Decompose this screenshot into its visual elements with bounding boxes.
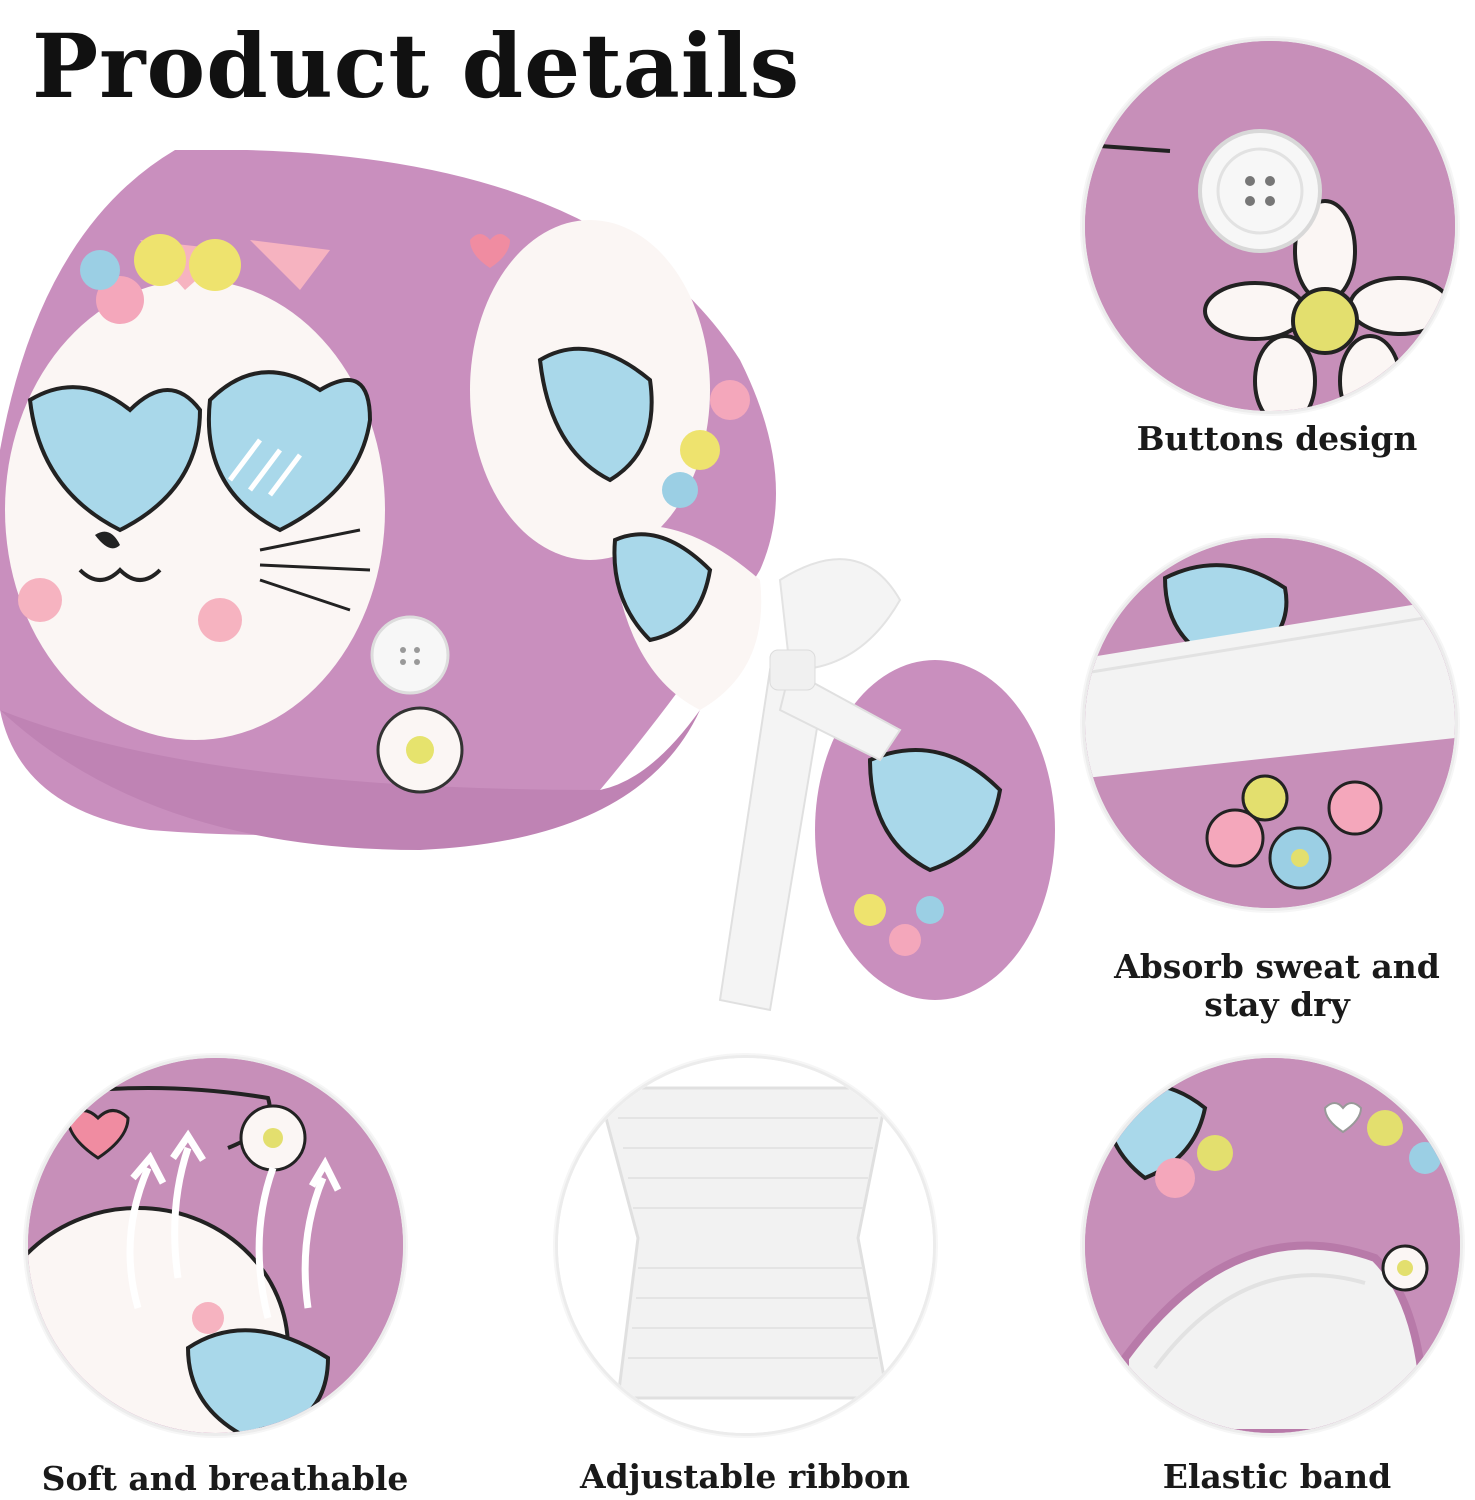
- detail-circle-ribbon: [555, 1055, 936, 1436]
- detail-circle-buttons: [1082, 38, 1458, 414]
- caption-absorb-line2: stay dry: [1204, 985, 1350, 1024]
- detail-circle-soft: [25, 1055, 406, 1436]
- caption-absorb-line1: Absorb sweat and: [1114, 947, 1440, 986]
- caption-absorb-sweat: Absorb sweat and stay dry: [1082, 948, 1472, 1024]
- caption-adjustable-ribbon: Adjustable ribbon: [580, 1457, 910, 1496]
- caption-soft-breathable: Soft and breathable: [41, 1459, 409, 1498]
- detail-circle-elastic: [1082, 1055, 1463, 1436]
- caption-buttons-design: Buttons design: [1136, 419, 1418, 458]
- caption-elastic-band: Elastic band: [1162, 1457, 1392, 1496]
- page-title: Product details: [32, 14, 801, 118]
- scrub-cap-image: [0, 149, 1075, 1030]
- detail-circle-absorb: [1082, 535, 1458, 911]
